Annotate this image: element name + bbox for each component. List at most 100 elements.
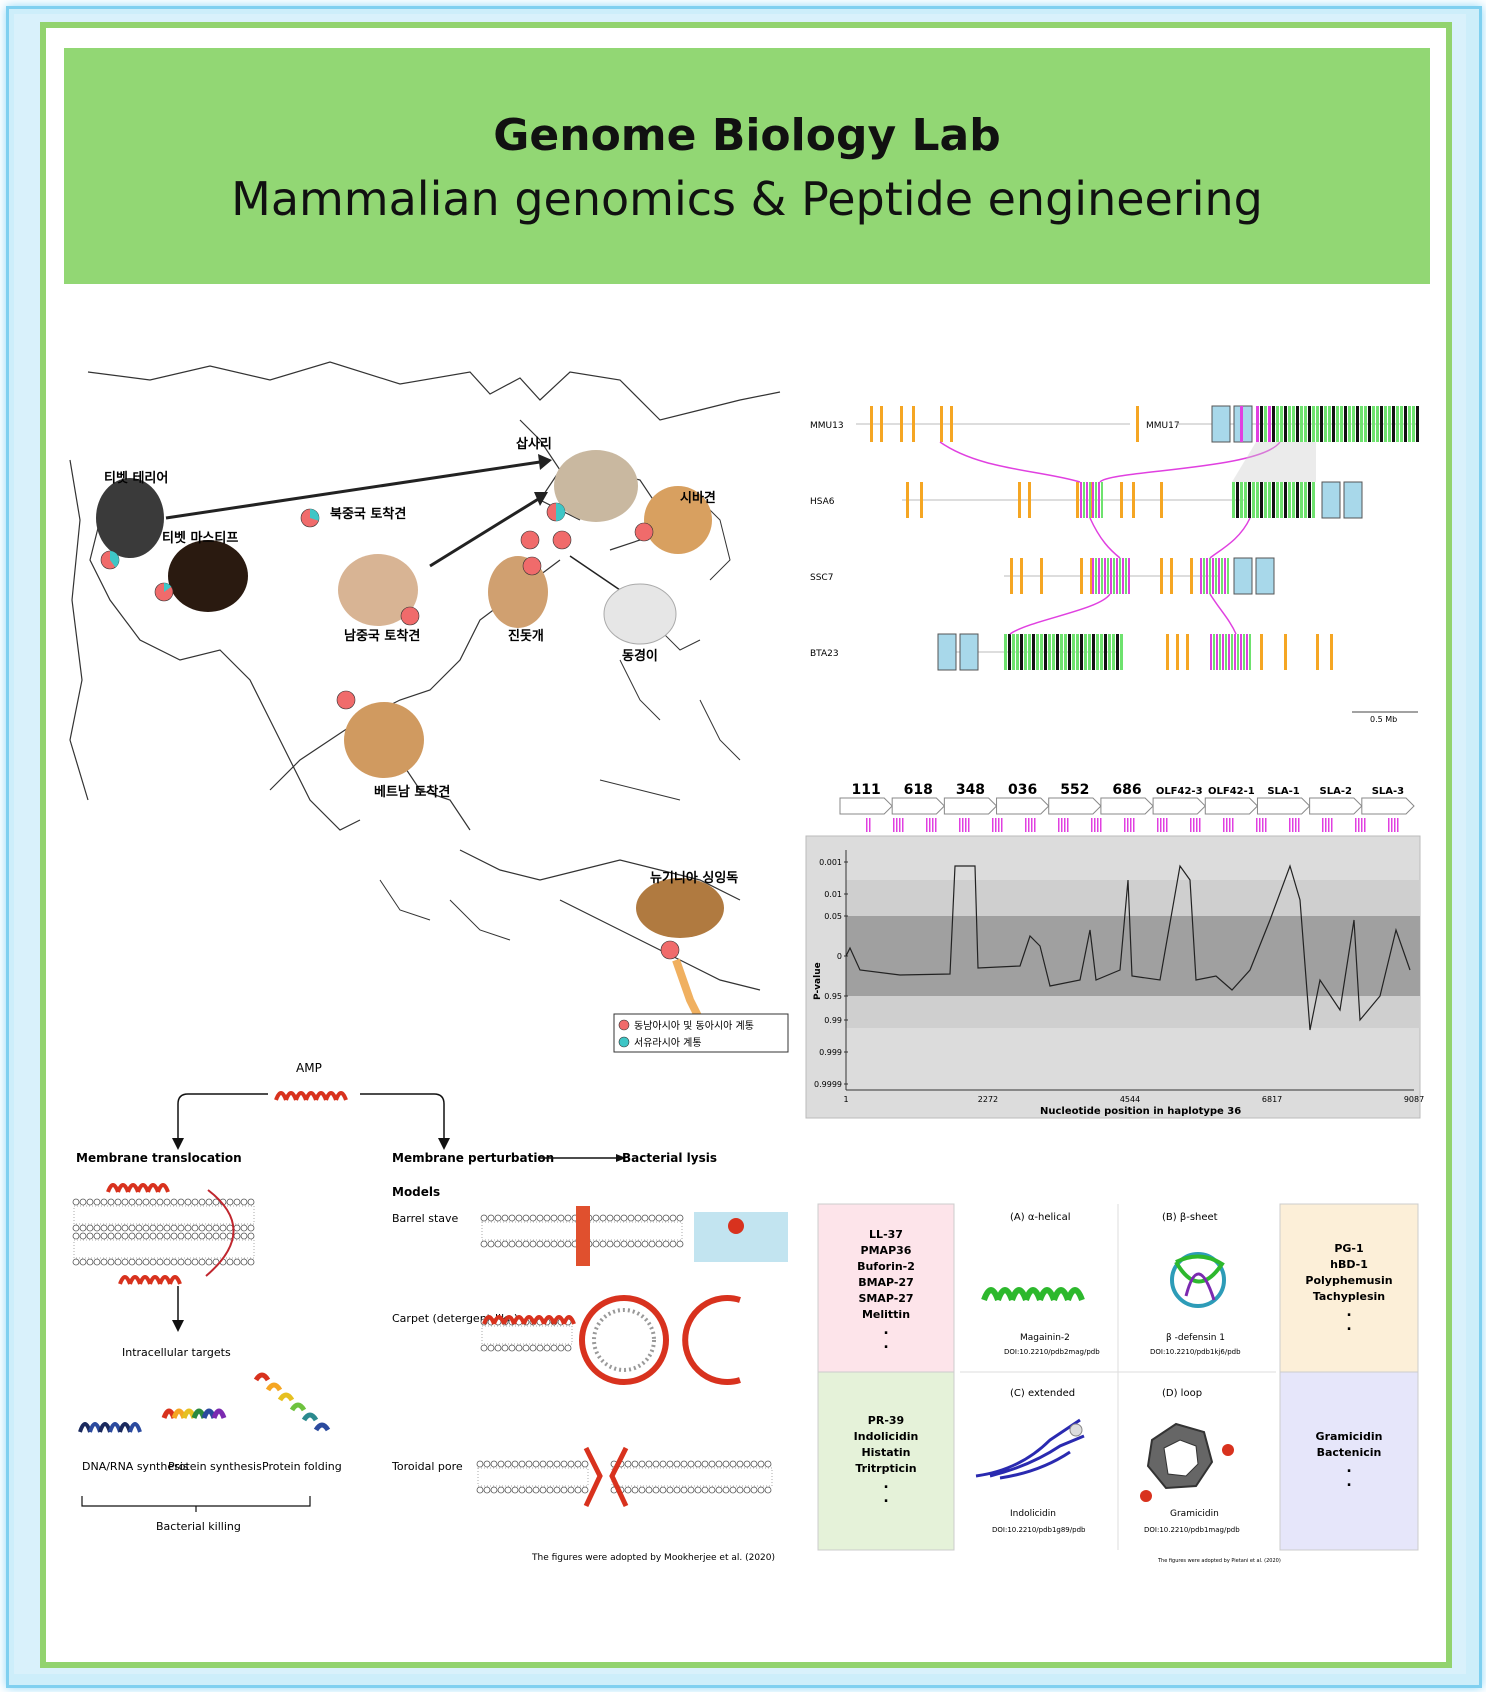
membrane-carpet <box>550 1344 558 1352</box>
gene-stripe <box>1360 406 1363 442</box>
membrane-carpet <box>529 1344 537 1352</box>
membrane-toroidal-left <box>532 1460 540 1468</box>
membrane-left <box>156 1224 164 1232</box>
gene-stripe <box>1260 406 1263 442</box>
membrane-left <box>233 1232 241 1240</box>
gene-stripe <box>1107 558 1109 594</box>
membrane-toroidal-right <box>708 1460 716 1468</box>
gene-stripe <box>1100 634 1103 670</box>
gene-stripe <box>1330 634 1333 670</box>
gene-stripe <box>1108 634 1111 670</box>
gene-stripe <box>1227 558 1229 594</box>
density-tick <box>1199 818 1201 832</box>
membrane-left <box>72 1224 80 1232</box>
gene-stripe <box>1252 482 1255 518</box>
membrane-left <box>135 1258 143 1266</box>
gene-stripe <box>1210 634 1212 670</box>
density-tick <box>1091 818 1093 832</box>
gene-stripe <box>1024 634 1027 670</box>
arrow-head <box>616 1154 626 1162</box>
density-tick <box>1031 818 1033 832</box>
map-legend: 동남아시아 및 동아시아 계통 서유라시아 계통 <box>613 1013 789 1053</box>
membrane-left <box>135 1232 143 1240</box>
membrane-barrel <box>627 1214 635 1222</box>
gene-stripe <box>1020 634 1023 670</box>
gene-stripe <box>1122 558 1124 594</box>
dog-photos <box>96 450 724 938</box>
density-tick <box>896 818 898 832</box>
gene-stripe <box>1213 634 1215 670</box>
killing-bracket <box>81 1496 311 1512</box>
density-tick <box>1061 818 1063 832</box>
membrane-barrel <box>529 1214 537 1222</box>
gene-stripe <box>1110 558 1112 594</box>
membrane-left <box>177 1258 185 1266</box>
target-label: Protein folding <box>262 1460 342 1473</box>
extended-peptide-dot: . <box>883 1490 888 1506</box>
gene-stripe <box>1296 482 1299 518</box>
membrane-left <box>191 1232 199 1240</box>
density-tick <box>962 818 964 832</box>
migration-arrow-1 <box>165 460 541 520</box>
scale-label: 0.5 Mb <box>1370 715 1397 724</box>
gene-stripe <box>1246 634 1248 670</box>
beta-sheet-3d <box>1174 1254 1225 1284</box>
membrane-toroidal-left <box>581 1486 589 1494</box>
gene-stripe <box>1332 406 1335 442</box>
gene-stripe <box>1104 634 1107 670</box>
membrane-barrel <box>592 1240 600 1248</box>
membrane-barrel <box>655 1240 663 1248</box>
membrane-left <box>149 1198 157 1206</box>
gene-stripe <box>1040 634 1043 670</box>
gene-stripe <box>1296 406 1299 442</box>
gene-stripe <box>1276 406 1279 442</box>
density-tick <box>1064 818 1066 832</box>
membrane-barrel <box>620 1214 628 1222</box>
membrane-carpet <box>522 1344 530 1352</box>
gene-stripe <box>1119 558 1121 594</box>
membrane-left <box>233 1224 241 1232</box>
pie-slice-teal <box>164 583 172 592</box>
membrane-left <box>191 1198 199 1206</box>
density-tick <box>1196 818 1198 832</box>
membrane-toroidal-left <box>504 1460 512 1468</box>
translocation-arrow <box>205 1189 235 1277</box>
membrane-left <box>149 1232 157 1240</box>
gene-stripe <box>1160 482 1163 518</box>
synteny-link <box>1089 517 1121 559</box>
membrane-toroidal-right <box>736 1460 744 1468</box>
membrane-carpet <box>501 1344 509 1352</box>
gene-arrow <box>891 797 946 815</box>
membrane-toroidal-left <box>476 1486 484 1494</box>
density-tick <box>1001 818 1003 832</box>
membrane-toroidal-right <box>645 1486 653 1494</box>
membrane-barrel <box>655 1214 663 1222</box>
membrane-toroidal-left <box>560 1460 568 1468</box>
extended-peptide-dot: . <box>883 1476 888 1492</box>
gene-stripe <box>1240 634 1242 670</box>
gene-stripe <box>1396 406 1399 442</box>
track-label: HSA6 <box>810 497 835 507</box>
pvalue-chart: P-value Nucleotide position in haplotype… <box>805 782 1424 1119</box>
membrane-left <box>149 1224 157 1232</box>
translocation-helix-bottom <box>168 1275 182 1285</box>
gene-stripe <box>1240 406 1243 442</box>
folding-helix <box>253 1372 271 1382</box>
gene-label: 348 <box>956 782 985 798</box>
arrow-head <box>172 1138 184 1150</box>
dog-label: 베트남 토착견 <box>374 784 450 800</box>
membrane-left <box>128 1258 136 1266</box>
alpha-peptide: Melittin <box>862 1308 910 1321</box>
gene-stripe <box>1244 482 1247 518</box>
gene-stripe <box>1348 406 1351 442</box>
amp-left-arrow <box>177 1093 268 1140</box>
membrane-left <box>121 1232 129 1240</box>
gene-stripe <box>1400 406 1403 442</box>
gene-stripe <box>1170 558 1173 594</box>
pointer-line <box>569 555 621 591</box>
membrane-left <box>156 1258 164 1266</box>
membrane-toroidal-right <box>757 1460 765 1468</box>
membrane-left <box>198 1258 206 1266</box>
gene-stripe <box>1236 482 1239 518</box>
extended-list-box <box>817 1371 955 1551</box>
